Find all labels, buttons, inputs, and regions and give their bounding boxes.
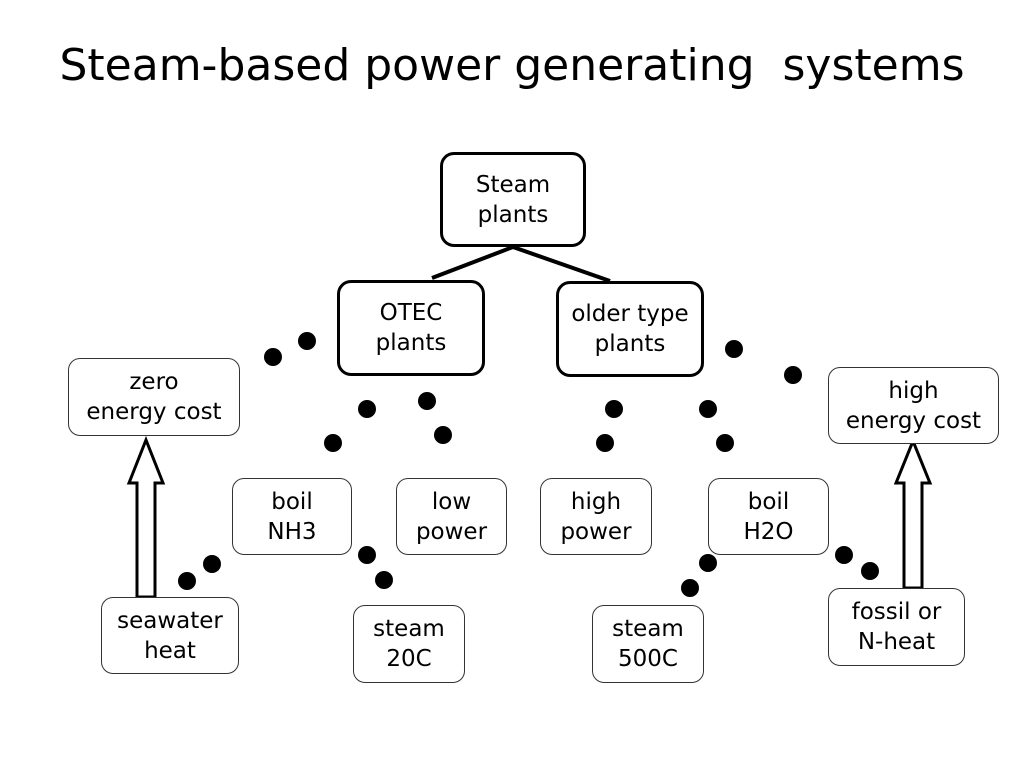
arrow-up-right <box>893 437 933 590</box>
node-low-power: low power <box>396 478 507 555</box>
dot <box>418 392 436 410</box>
node-boil-nh3: boil NH3 <box>232 478 352 555</box>
dot <box>699 400 717 418</box>
arrow-up-left <box>126 435 166 599</box>
dot <box>298 332 316 350</box>
dot <box>324 434 342 452</box>
dot <box>375 571 393 589</box>
dot <box>434 426 452 444</box>
page-title: Steam-based power generating systems <box>59 40 965 91</box>
dot <box>178 572 196 590</box>
dot <box>784 366 802 384</box>
dot <box>725 340 743 358</box>
node-otec-plants: OTEC plants <box>337 280 485 376</box>
node-seawater-heat: seawater heat <box>101 597 239 674</box>
node-fossil-or-n-heat: fossil or N-heat <box>828 588 965 666</box>
branch-to-otec <box>431 245 514 280</box>
dot <box>861 562 879 580</box>
dot <box>681 579 699 597</box>
branch-to-older-type <box>512 245 611 283</box>
dot <box>358 400 376 418</box>
dot <box>596 434 614 452</box>
dot <box>835 546 853 564</box>
node-boil-h2o: boil H2O <box>708 478 829 555</box>
node-steam-20c: steam 20C <box>353 605 465 683</box>
node-high-power: high power <box>540 478 652 555</box>
dot <box>716 434 734 452</box>
node-steam-plants: Steam plants <box>440 152 586 247</box>
node-zero-energy-cost: zero energy cost <box>68 358 240 436</box>
dot <box>203 555 221 573</box>
node-high-energy-cost: high energy cost <box>828 367 999 444</box>
node-steam-500c: steam 500C <box>592 605 704 683</box>
dot <box>358 546 376 564</box>
dot <box>699 554 717 572</box>
dotted-connectors <box>178 332 879 597</box>
dot <box>605 400 623 418</box>
dot <box>264 348 282 366</box>
node-older-type-plants: older type plants <box>556 281 704 377</box>
